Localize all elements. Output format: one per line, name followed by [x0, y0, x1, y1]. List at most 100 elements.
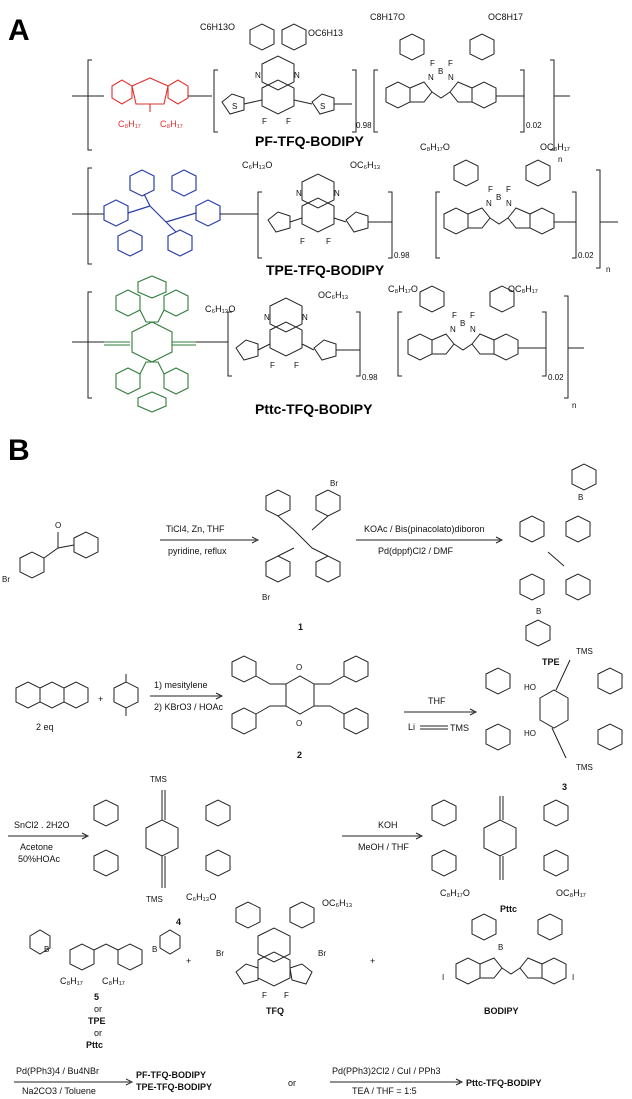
svg-text:B: B [44, 945, 49, 954]
final-product-3: Pttc-TFQ-BODIPY [466, 1078, 542, 1088]
fluorene-unit: C₈H₁₇ C₈H₁₇ [111, 77, 189, 129]
svg-text:n: n [558, 155, 562, 164]
final-product-1: PF-TFQ-BODIPY [136, 1070, 206, 1080]
svg-text:KOH: KOH [378, 820, 398, 830]
svg-text:B: B [460, 319, 465, 328]
svg-text:B: B [578, 493, 583, 502]
svg-text:or: or [288, 1078, 296, 1088]
svg-text:C6H13O: C6H13O [200, 22, 235, 32]
svg-text:OC₈H₁₇: OC₈H₁₇ [540, 142, 570, 152]
polymer-tpe: N N F F C₆H₁₃O OC₆H₁₃ 0.98 N N B F F C₈H… [72, 142, 618, 278]
svg-text:0.98: 0.98 [394, 251, 410, 260]
svg-text:OC₆H₁₃: OC₆H₁₃ [350, 160, 381, 170]
step2-reagent-top: KOAc / Bis(pinacolato)diboron [364, 524, 485, 534]
compound-bodipy: B I I C₈H₁₇O OC₈H₁₇ [440, 888, 586, 985]
svg-text:TMS: TMS [146, 895, 163, 904]
svg-text:0.02: 0.02 [548, 373, 564, 382]
panel-a-letter: A [8, 14, 30, 47]
compound-2: O O [231, 655, 369, 735]
compound-5: C₈H₁₇ C₈H₁₇ B B [29, 929, 181, 986]
compound-1: Br Br [262, 479, 341, 602]
benzoquinone [113, 674, 139, 716]
svg-text:F: F [430, 59, 435, 68]
compound-1-label: 1 [298, 622, 303, 632]
polymer-pttc: N N F F C₆H₁₃O OC₆H₁₃ 0.98 N N B F F C₈H… [72, 275, 584, 417]
svg-text:+: + [98, 694, 103, 704]
svg-text:F: F [262, 991, 267, 1000]
svg-text:Br: Br [2, 575, 10, 584]
compound-3: HO HO TMS TMS [485, 647, 623, 772]
bodipy-unit-3: N N B F F C₈H₁₇O OC₈H₁₇ [388, 284, 538, 361]
svg-text:N: N [334, 189, 340, 198]
svg-text:C₈H₁₇: C₈H₁₇ [118, 119, 141, 129]
svg-text:C₈H₁₇O: C₈H₁₇O [388, 284, 418, 294]
svg-text:C₈H₁₇: C₈H₁₇ [102, 976, 125, 986]
svg-text:Acetone: Acetone [20, 842, 53, 852]
svg-text:OC6H13: OC6H13 [308, 28, 343, 38]
svg-text:0.02: 0.02 [526, 121, 542, 130]
anthracene-equiv: 2 eq [36, 722, 54, 732]
scheme-row-4: C₈H₁₇ C₈H₁₇ B B 5 or TPE or Pttc + Br Br… [29, 888, 586, 1050]
svg-text:F: F [488, 185, 493, 194]
bromobenzophenone: O Br [2, 521, 99, 584]
svg-text:OC₆H₁₃: OC₆H₁₃ [318, 290, 349, 300]
svg-text:TFQ: TFQ [266, 1006, 284, 1016]
svg-text:Pttc: Pttc [86, 1040, 103, 1050]
svg-text:F: F [270, 361, 275, 370]
svg-text:O: O [55, 521, 61, 530]
compound-tpe-label: TPE [542, 657, 560, 667]
svg-text:N: N [294, 71, 300, 80]
polymer-pttc-name: Pttc-TFQ-BODIPY [255, 401, 373, 417]
svg-text:I: I [442, 973, 444, 982]
svg-text:Br: Br [262, 593, 270, 602]
scheme-row-3: SnCl2 . 2H2O Acetone 50%HOAc TMS TMS 4 K… [8, 775, 569, 927]
svg-text:N: N [506, 199, 512, 208]
svg-text:O: O [296, 663, 302, 672]
svg-text:TMS: TMS [576, 647, 593, 656]
svg-text:S: S [232, 102, 237, 111]
svg-text:B: B [536, 607, 541, 616]
bodipy-unit-1: N N B F F C8H17O OC8H17 [370, 12, 523, 109]
svg-text:SnCl2 . 2H2O: SnCl2 . 2H2O [14, 820, 70, 830]
svg-text:F: F [470, 311, 475, 320]
polymer-pf-name: PF-TFQ-BODIPY [255, 133, 365, 149]
compound-2-label: 2 [297, 750, 302, 760]
svg-text:F: F [286, 117, 291, 126]
svg-text:F: F [452, 311, 457, 320]
anthracene [15, 681, 89, 709]
svg-text:B: B [496, 193, 501, 202]
svg-text:O: O [296, 719, 302, 728]
svg-text:n: n [606, 265, 610, 274]
compound-4: TMS TMS [93, 775, 231, 904]
compound-3-label: 3 [562, 782, 567, 792]
svg-text:Pd(PPh3)4 / Bu4NBr: Pd(PPh3)4 / Bu4NBr [16, 1066, 99, 1076]
svg-text:N: N [448, 73, 454, 82]
svg-text:Pd(PPh3)2Cl2 / CuI / PPh3: Pd(PPh3)2Cl2 / CuI / PPh3 [332, 1066, 441, 1076]
step2-reagent-bottom: Pd(dppf)Cl2 / DMF [378, 546, 454, 556]
svg-text:OC₆H₁₃: OC₆H₁₃ [322, 898, 353, 908]
svg-text:OC8H17: OC8H17 [488, 12, 523, 22]
pttc-unit [104, 275, 196, 413]
svg-text:C8H17O: C8H17O [370, 12, 405, 22]
svg-text:50%HOAc: 50%HOAc [18, 854, 61, 864]
bodipy-unit-2: N N B F F C₈H₁₇O OC₈H₁₇ [420, 142, 570, 235]
svg-text:MeOH / THF: MeOH / THF [358, 842, 409, 852]
svg-text:C₈H₁₇: C₈H₁₇ [60, 976, 83, 986]
svg-text:Br: Br [330, 479, 338, 488]
svg-text:N: N [255, 71, 261, 80]
svg-text:C₆H₁₃O: C₆H₁₃O [186, 892, 216, 902]
svg-text:Br: Br [318, 949, 326, 958]
svg-text:F: F [506, 185, 511, 194]
svg-text:or: or [94, 1028, 102, 1038]
svg-text:TEA / THF = 1:5: TEA / THF = 1:5 [352, 1086, 417, 1096]
step1-reagent-bottom: pyridine, reflux [168, 546, 227, 556]
svg-text:S: S [320, 102, 325, 111]
svg-text:2) KBrO3 / HOAc: 2) KBrO3 / HOAc [154, 702, 224, 712]
svg-text:F: F [300, 237, 305, 246]
svg-text:N: N [296, 189, 302, 198]
svg-text:N: N [302, 313, 308, 322]
svg-text:OC₈H₁₇: OC₈H₁₇ [556, 888, 586, 898]
svg-text:HO: HO [524, 729, 536, 738]
svg-text:n: n [572, 401, 576, 410]
